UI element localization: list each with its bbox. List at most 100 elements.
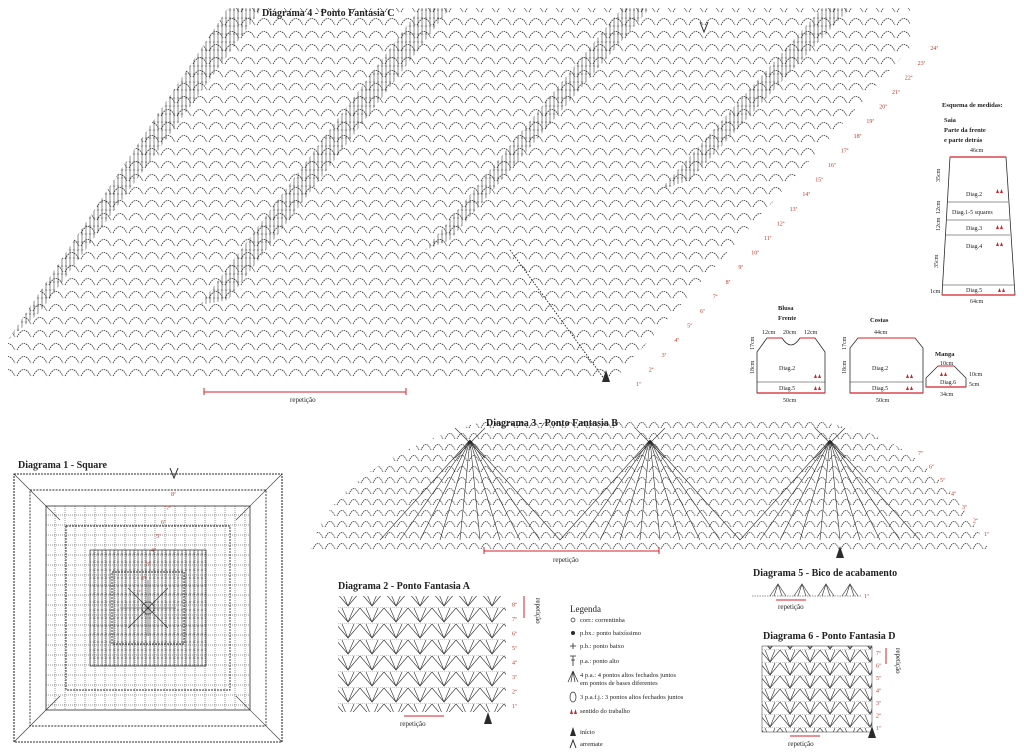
legend-item-four-dc: 4 p.a.: 4 pontos altos fechados juntos xyxy=(580,672,677,679)
diagram-1-title: Diagrama 1 - Square xyxy=(18,460,108,471)
diagram2-row-8: 8ª xyxy=(512,603,517,609)
skirt-subtitle-1: Parte da frente xyxy=(944,127,986,134)
diagram-2-ponto-fantasia-a: Diagrama 2 - Ponto Fantasia A 1ª2ª3ª4ª5ª… xyxy=(338,581,542,728)
diagram2-row-6: 6ª xyxy=(512,632,517,638)
diagram4-row-19: 19ª xyxy=(866,119,874,125)
skirt-section-diag5: Diag.5 xyxy=(966,288,982,294)
skirt-top-width: 46cm xyxy=(970,148,984,154)
diagram3-row-3: 3ª xyxy=(962,505,967,511)
diagram4-row-12: 12ª xyxy=(777,221,785,227)
blouse-title: Blusa xyxy=(778,305,794,312)
measurements-title: Esquema de medidas: xyxy=(942,102,1003,109)
diagram4-row-4: 4ª xyxy=(674,338,679,344)
measurements-skirt: Esquema de medidas: Saia Parte da frente… xyxy=(930,102,1016,305)
diagram-3-repeat-label: repetição xyxy=(553,556,579,564)
diagram4-row-16: 16ª xyxy=(828,163,836,169)
skirt-side-5: 1cm xyxy=(930,289,941,295)
blouse-top-3: 12cm xyxy=(804,330,818,336)
skirt-section-diag3: Diag.3 xyxy=(966,226,982,232)
back-side-1: 17cm xyxy=(842,336,848,350)
diagram-2-stitches xyxy=(338,596,506,712)
diagram4-row-1: 1ª xyxy=(636,382,641,388)
diagram2-row-1: 1ª xyxy=(512,704,517,710)
diagram-3-ponto-fantasia-b: Diagrama 3 - Ponto Fantasia B 1ª2ª3ª4ª5ª… xyxy=(310,418,990,564)
diagram-4-ponto-fantasia-c: Diagrama 4 - Ponto Fantasia C 1ª2ª3ª4ª5ª… xyxy=(8,8,938,404)
diagram6-row-3: 3ª xyxy=(876,701,881,707)
legend-item-single-crochet: p.b.: ponto baixo xyxy=(580,643,624,650)
diagram-1-center-star xyxy=(13,473,283,743)
diagram6-row-5: 5ª xyxy=(876,676,881,682)
blouse-front-diag2: Diag.2 xyxy=(779,366,795,372)
diagram3-row-7: 7ª xyxy=(918,451,923,457)
diagram-4-columns xyxy=(8,8,850,340)
skirt-side-1: 35cm xyxy=(936,168,942,182)
skirt-side-4: 35cm xyxy=(934,254,940,268)
finish-arrow-icon xyxy=(569,738,577,749)
diagram-6-title: Diagrama 6 - Ponto Fantasia D xyxy=(763,631,896,642)
legend-item-chain: corr.: correntinha xyxy=(580,617,625,624)
blouse-front-bottom: 50cm xyxy=(783,398,797,404)
sleeve-diag6: Diag.6 xyxy=(940,380,956,386)
three-dc-cluster-icon xyxy=(569,691,577,703)
diagram-3-start-arrow xyxy=(836,546,844,558)
sleeve-bottom: 34cm xyxy=(940,392,954,398)
blouse-front-title: Frente xyxy=(778,315,796,322)
measurements-blouse-front: Blusa Frente 12cm 20cm 12cm Diag.2 Diag.… xyxy=(750,305,826,404)
work-direction-icon xyxy=(570,709,577,714)
diagram1-row-2: 2ª xyxy=(141,576,146,582)
start-arrow-icon xyxy=(570,727,576,736)
diagram2-row-3: 3ª xyxy=(512,675,517,681)
diagram6-row-4: 4ª xyxy=(876,689,881,695)
blouse-front-diag5: Diag.5 xyxy=(779,386,795,392)
diagram4-row-13: 13ª xyxy=(790,207,798,213)
diagram2-row-5: 5ª xyxy=(512,646,517,652)
back-bottom: 50cm xyxy=(876,398,890,404)
sleeve-right-2: 5cm xyxy=(969,382,980,388)
diagram1-row-3: 3ª xyxy=(146,562,151,568)
diagram4-row-3: 3ª xyxy=(662,353,667,359)
diagram4-row-5: 5ª xyxy=(687,324,692,330)
diagram1-row-8: 8ª xyxy=(171,492,176,498)
diagram4-row-15: 15ª xyxy=(815,178,823,184)
back-side-2: 18cm xyxy=(842,360,848,374)
skirt-section-diag4: Diag.4 xyxy=(966,244,982,250)
sleeve-title: Manga xyxy=(935,351,955,358)
diagram-5-title: Diagrama 5 - Bico de acabamento xyxy=(753,568,897,579)
measurements-back: Costas 44cm Diag.2 Diag.5 17cm 18cm 50cm xyxy=(842,317,924,404)
four-dc-together-icon xyxy=(567,670,579,683)
diagram4-row-18: 18ª xyxy=(854,134,862,140)
legend-item-three-dc: 3 p.a.f.j.: 3 pontos altos fechados junt… xyxy=(580,694,684,701)
blouse-top-2: 20cm xyxy=(783,330,797,336)
diagram-4-row-labels: 1ª2ª3ª4ª5ª6ª7ª8ª9ª10ª11ª12ª13ª14ª15ª16ª1… xyxy=(636,46,938,388)
diagram2-row-4: 4ª xyxy=(512,661,517,667)
diagram4-row-6: 6ª xyxy=(700,309,705,315)
diagram1-row-4: 4ª xyxy=(151,548,156,554)
legend: Legenda corr.: correntinha p.bx.: ponto … xyxy=(567,604,684,749)
skirt-section-diag2: Diag.2 xyxy=(966,192,982,198)
diagram-2-repeat-label: repetição xyxy=(400,720,426,728)
diagram4-row-22: 22ª xyxy=(905,75,913,81)
legend-title: Legenda xyxy=(570,604,601,614)
diagram-4-start-arrow xyxy=(602,370,610,382)
skirt-subtitle-2: e parte detrás xyxy=(944,137,983,144)
blouse-front-side-1: 17cm xyxy=(750,336,756,350)
diagram6-row-7: 7ª xyxy=(876,651,881,657)
diagram2-row-2: 2ª xyxy=(512,690,517,696)
diagram3-row-4: 4ª xyxy=(951,492,956,498)
diagram4-row-20: 20ª xyxy=(879,105,887,111)
legend-item-slip-stitch: p.bx.: ponto baixíssimo xyxy=(580,630,641,637)
sleeve-right-1: 10cm xyxy=(969,372,983,378)
diagram-5-bico-acabamento: Diagrama 5 - Bico de acabamento 1ª repet… xyxy=(752,568,897,611)
diagram6-row-6: 6ª xyxy=(876,664,881,670)
diagram-5-stitches xyxy=(752,583,862,597)
diagram2-row-7: 7ª xyxy=(512,617,517,623)
diagram-6-repeat-label-vertical: repetição xyxy=(894,648,902,674)
diagram4-row-24: 24ª xyxy=(930,46,938,52)
diagram-6-repeat-label: repetição xyxy=(788,740,814,748)
diagram4-row-11: 11ª xyxy=(764,236,772,242)
